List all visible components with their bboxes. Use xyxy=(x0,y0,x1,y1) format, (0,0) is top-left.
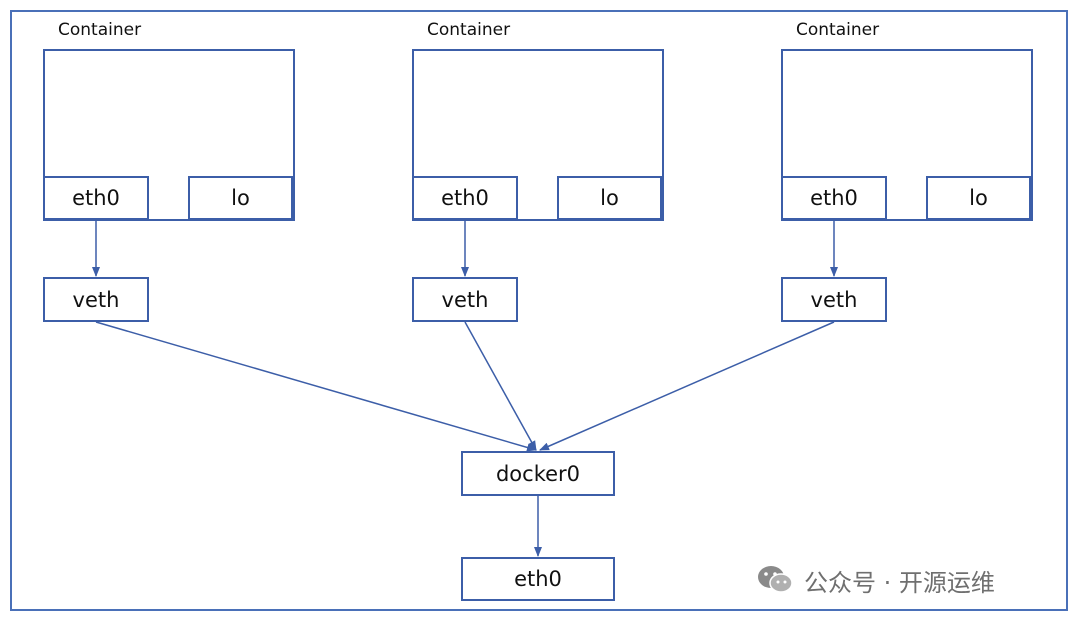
arrow-veth-2-to-docker0 xyxy=(464,321,537,451)
container-1-veth: veth xyxy=(43,277,149,322)
container-1-label: Container xyxy=(58,20,142,40)
container-2-veth: veth xyxy=(412,277,518,322)
watermark: 公众号 · 开源运维 xyxy=(756,562,995,598)
arrow-veth-1-to-docker0 xyxy=(95,321,537,452)
container-3-label: Container xyxy=(796,20,880,40)
host-frame xyxy=(10,10,1068,611)
container-2-eth0: eth0 xyxy=(412,176,518,220)
container-3-veth: veth xyxy=(781,277,887,322)
container-2-lo: lo xyxy=(557,176,662,220)
docker0-bridge: docker0 xyxy=(461,451,615,496)
container-3-eth0: eth0 xyxy=(781,176,887,220)
arrow-veth-3-to-docker0 xyxy=(539,321,835,451)
watermark-text: 公众号 · 开源运维 xyxy=(804,568,995,597)
wechat-icon xyxy=(758,566,793,593)
container-3-lo: lo xyxy=(926,176,1031,220)
container-2-label: Container xyxy=(427,20,511,40)
container-1-lo: lo xyxy=(188,176,293,220)
host-eth0: eth0 xyxy=(461,557,615,601)
container-1-eth0: eth0 xyxy=(43,176,149,220)
